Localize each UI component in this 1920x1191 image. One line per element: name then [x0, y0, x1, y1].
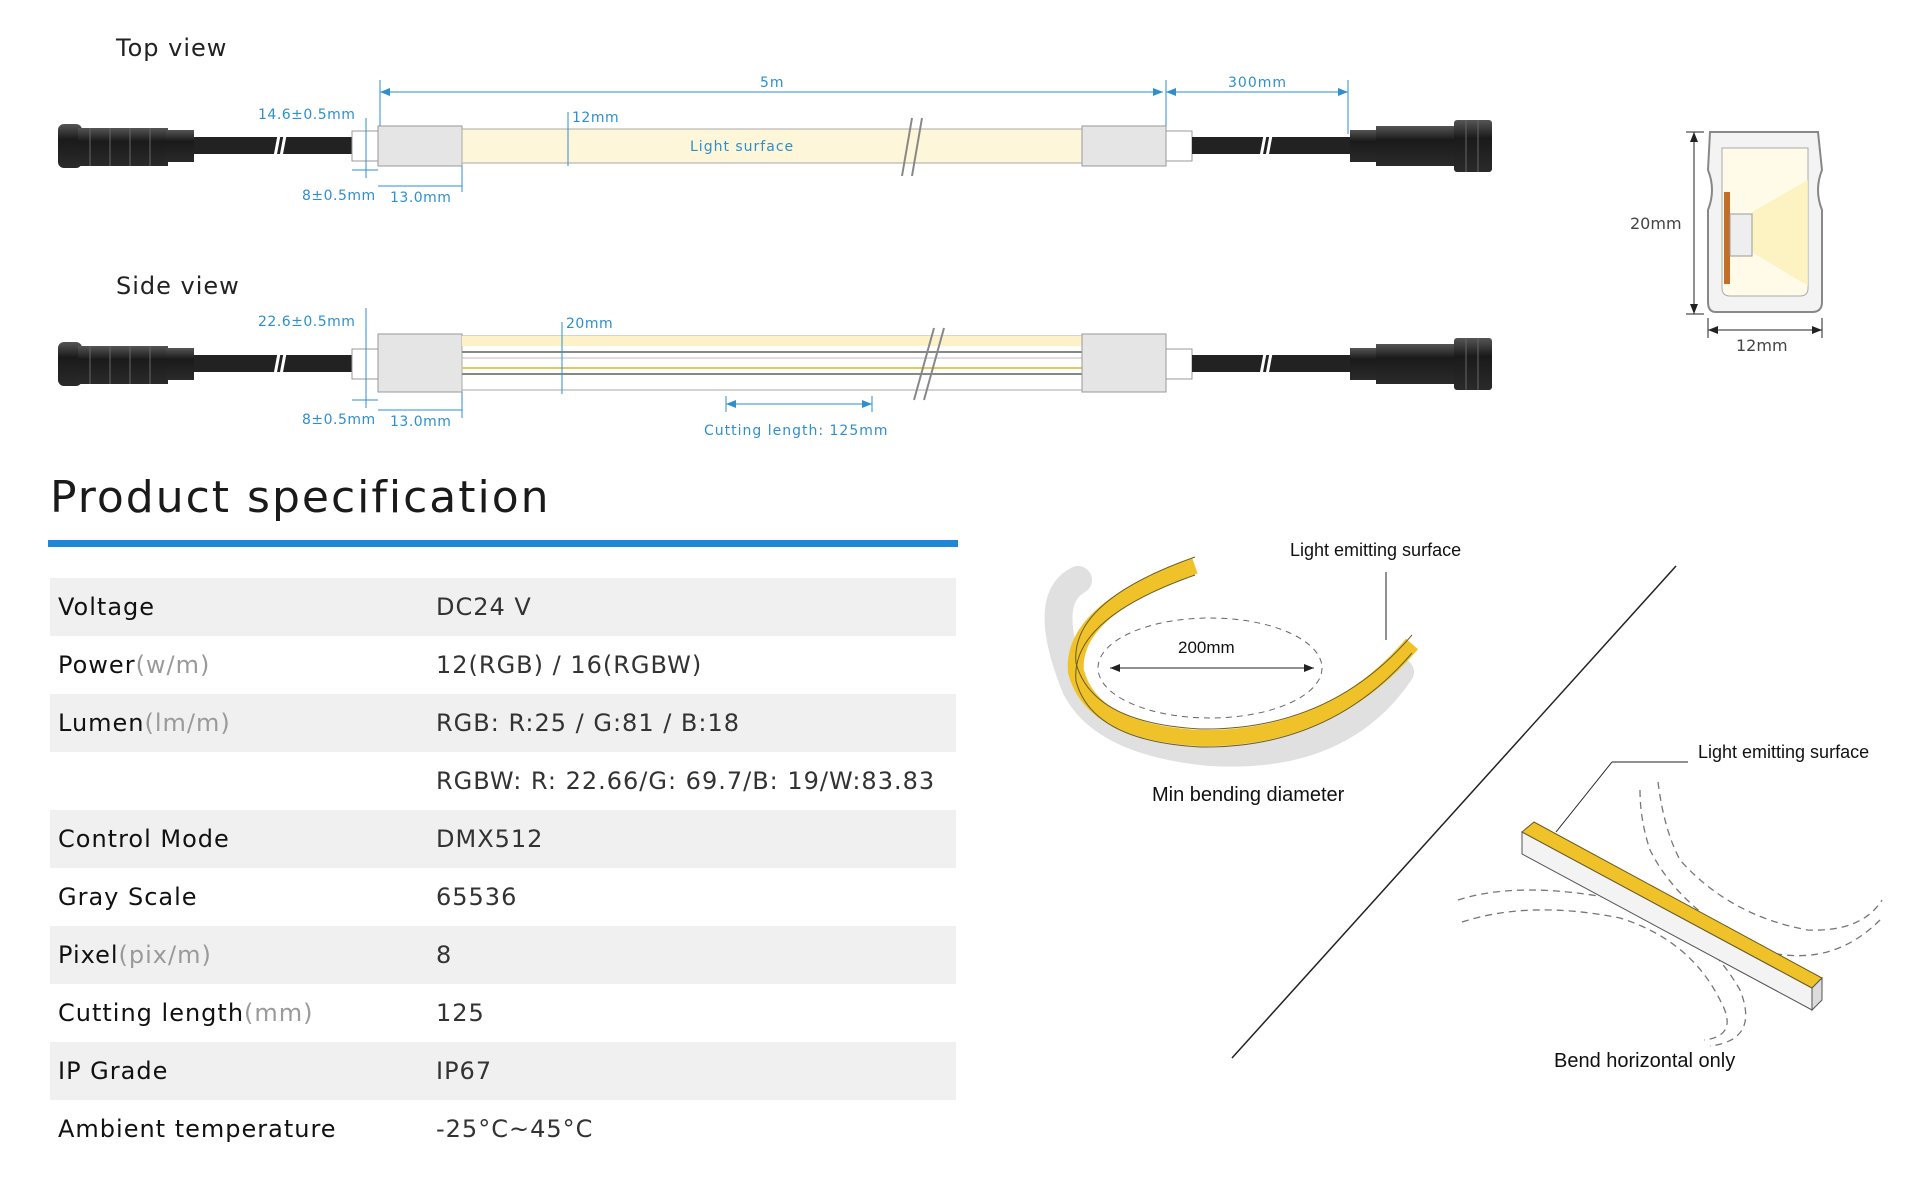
cross-section-drawing [1686, 131, 1824, 338]
dim-strip-width: 12mm [572, 110, 620, 126]
dim-end-gap-side: 8±0.5mm [302, 412, 376, 428]
dim-cap-height: 22.6±0.5mm [258, 314, 356, 330]
spec-value: 65536 [436, 883, 518, 911]
spec-row-power: Power(w/m) 12(RGB) / 16(RGBW) [50, 636, 956, 694]
spec-row-cutting-length: Cutting length(mm) 125 [50, 984, 956, 1042]
spec-key: Ambient temperature [58, 1115, 337, 1143]
spec-row-lumen-rgbw: RGBW: R: 22.66/G: 69.7/B: 19/W:83.83 [50, 752, 956, 810]
diagonal-divider [1231, 565, 1677, 1059]
dim-cable: 300mm [1228, 75, 1287, 91]
spec-value: 12(RGB) / 16(RGBW) [436, 651, 703, 679]
dim-end-gap-top: 8±0.5mm [302, 188, 376, 204]
spec-value: RGB: R:25 / G:81 / B:18 [436, 709, 741, 737]
cross-section-width: 12mm [1736, 336, 1788, 355]
spec-row-voltage: Voltage DC24 V [50, 578, 956, 636]
title-underline [48, 540, 958, 547]
spec-value: 8 [436, 941, 453, 969]
u-bend-drawing [1044, 556, 1419, 767]
spec-key: Pixel [58, 941, 119, 969]
top-view-label: Top view [116, 34, 228, 62]
spec-row-ip-grade: IP Grade IP67 [50, 1042, 956, 1100]
spec-value: DMX512 [436, 825, 544, 853]
horizontal-bend-drawing [1457, 761, 1883, 1047]
spec-key: Voltage [58, 593, 156, 621]
light-surface-label: Light surface [690, 139, 795, 155]
spec-table: Voltage DC24 V Power(w/m) 12(RGB) / 16(R… [50, 578, 956, 1158]
spec-key: Power [58, 651, 136, 679]
top-view-strip [58, 80, 1492, 192]
dim-strip-height: 20mm [566, 316, 614, 332]
side-view-strip [58, 308, 1492, 418]
spec-row-lumen: Lumen(lm/m) RGB: R:25 / G:81 / B:18 [50, 694, 956, 752]
horizontal-surface-label: Light emitting surface [1698, 742, 1870, 762]
dim-length: 5m [760, 75, 785, 91]
u-bend-caption: Min bending diameter [1152, 784, 1345, 806]
horizontal-bend-caption: Bend horizontal only [1554, 1050, 1736, 1072]
spec-key: IP Grade [58, 1057, 169, 1085]
spec-title: Product specification [50, 472, 551, 523]
dim-cap-length-side: 13.0mm [390, 414, 452, 430]
spec-unit: (w/m) [135, 651, 211, 679]
spec-key: Control Mode [58, 825, 230, 853]
spec-row-control-mode: Control Mode DMX512 [50, 810, 956, 868]
dim-cap-length-top: 13.0mm [390, 190, 452, 206]
spec-key: Lumen [58, 709, 145, 737]
side-view-label: Side view [116, 272, 240, 300]
right-connector-icon [1350, 120, 1492, 172]
spec-unit: (lm/m) [144, 709, 231, 737]
spec-unit: (pix/m) [118, 941, 212, 969]
spec-row-gray-scale: Gray Scale 65536 [50, 868, 956, 926]
spec-value: -25°C~45°C [436, 1115, 594, 1143]
u-bend-diameter: 200mm [1178, 638, 1235, 657]
dim-cap-width: 14.6±0.5mm [258, 107, 356, 123]
left-connector-icon [58, 124, 194, 168]
spec-key: Cutting length [58, 999, 245, 1027]
spec-value: DC24 V [436, 593, 532, 621]
spec-unit: (mm) [244, 999, 314, 1027]
cross-section-height: 20mm [1630, 214, 1682, 233]
spec-value: RGBW: R: 22.66/G: 69.7/B: 19/W:83.83 [436, 767, 936, 795]
spec-value: 125 [436, 999, 485, 1027]
spec-row-ambient-temperature: Ambient temperature -25°C~45°C [50, 1100, 956, 1158]
u-bend-surface-label: Light emitting surface [1290, 540, 1462, 560]
spec-value: IP67 [436, 1057, 493, 1085]
spec-key: Gray Scale [58, 883, 198, 911]
dim-cutting-length: Cutting length: 125mm [704, 423, 889, 439]
spec-row-pixel: Pixel(pix/m) 8 [50, 926, 956, 984]
